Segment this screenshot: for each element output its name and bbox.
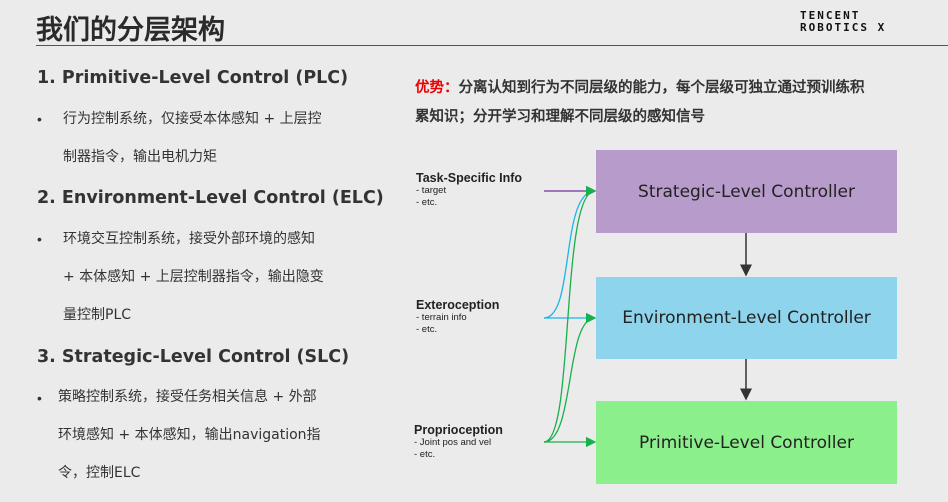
- input-exteroception: Exteroception- terrain info- etc.: [416, 298, 499, 336]
- advantage-label: 优势：: [415, 80, 459, 96]
- arrow-extero-to-strategic: [543, 185, 597, 319]
- body-line: 令，控制ELC: [58, 465, 141, 481]
- bullet: •: [37, 111, 42, 127]
- body-line: 行为控制系统，仅接受本体感知 + 上层控: [63, 111, 322, 127]
- title-divider: [36, 45, 948, 46]
- strategic-controller-box: Strategic-Level Controller: [596, 150, 897, 233]
- input-task-specific: Task-Specific Info- target- etc.: [416, 171, 522, 209]
- body-line: + 本体感知 + 上层控制器指令，输出隐变: [63, 269, 324, 285]
- input-item: - terrain info: [416, 312, 467, 323]
- body-line: 制器指令，输出电机力矩: [63, 149, 217, 165]
- input-item: - etc.: [416, 324, 438, 335]
- input-item: - etc.: [414, 449, 436, 460]
- advantage-line: 分离认知到行为不同层级的能力，每个层级可独立通过预训练积: [458, 80, 865, 96]
- primitive-controller-box: Primitive-Level Controller: [596, 401, 897, 484]
- arrow-proprio-to-strategic: [543, 185, 597, 443]
- input-title: Proprioception: [414, 423, 503, 437]
- section-heading-elc: 2. Environment-Level Control (ELC): [37, 188, 384, 208]
- bullet: •: [37, 390, 42, 406]
- input-item: - Joint pos and vel: [414, 437, 492, 448]
- input-title: Exteroception: [416, 298, 500, 312]
- arrow-proprio-to-environment: [543, 312, 597, 443]
- page-title: 我们的分层架构: [36, 15, 225, 46]
- advantage-note: 优势：分离认知到行为不同层级的能力，每个层级可独立通过预训练积累知识；分开学习和…: [415, 74, 925, 132]
- input-title: Task-Specific Info: [416, 171, 523, 185]
- body-line: 环境交互控制系统，接受外部环境的感知: [63, 231, 315, 247]
- logo-line: ROBOTICS X: [800, 21, 887, 34]
- logo-line: TENCENT: [800, 9, 861, 22]
- bullet: •: [37, 231, 42, 247]
- advantage-line: 累知识；分开学习和理解不同层级的感知信号: [415, 109, 705, 125]
- section-heading-plc: 1. Primitive-Level Control (PLC): [37, 68, 349, 88]
- body-line: 量控制PLC: [63, 307, 132, 323]
- body-line: 策略控制系统，接受任务相关信息 + 外部: [58, 389, 317, 405]
- body-line: 环境感知 + 本体感知，输出navigation指: [58, 427, 321, 443]
- input-item: - etc.: [416, 197, 438, 208]
- environment-controller-box: Environment-Level Controller: [596, 277, 897, 359]
- input-proprioception: Proprioception- Joint pos and vel- etc.: [414, 423, 503, 461]
- input-item: - target: [416, 185, 447, 196]
- section-heading-slc: 3. Strategic-Level Control (SLC): [37, 347, 350, 367]
